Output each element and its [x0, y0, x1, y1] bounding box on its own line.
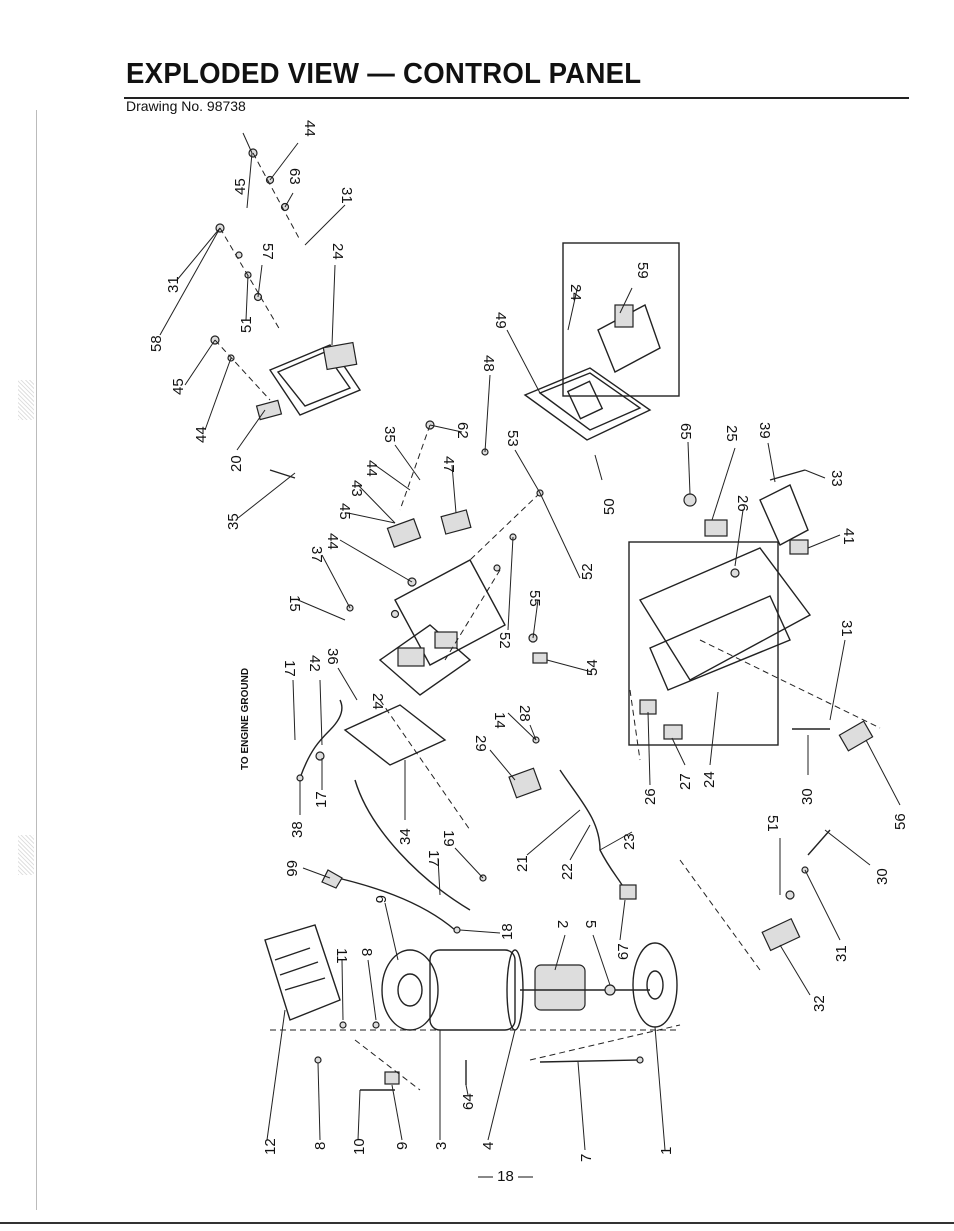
callout: 51 [764, 815, 781, 832]
callout: 11 [333, 948, 350, 964]
callout: 14 [491, 712, 508, 729]
bottom-rule [0, 1222, 954, 1224]
callout: 3 [433, 1142, 450, 1150]
callout: 29 [472, 735, 489, 752]
callout: 1 [658, 1147, 675, 1155]
callout: 27 [677, 773, 694, 790]
callout: 4 [480, 1142, 497, 1150]
callout: 19 [440, 830, 457, 847]
callout: 21 [514, 855, 531, 872]
callout: 17 [425, 850, 442, 867]
callout: 59 [634, 262, 651, 279]
callout: 17 [281, 660, 298, 677]
callout: 35 [381, 426, 398, 443]
callout: 26 [642, 788, 659, 805]
callout: 49 [492, 312, 509, 329]
binding-margin-line [36, 110, 37, 1210]
callout: 53 [504, 430, 521, 447]
callout: 36 [324, 648, 341, 665]
callout: 6 [372, 895, 389, 903]
callout: 52 [496, 632, 513, 649]
callout: 48 [480, 355, 497, 372]
callout: 10 [351, 1138, 368, 1155]
callout: 8 [312, 1142, 329, 1150]
callout: 63 [286, 168, 303, 185]
callout: 50 [601, 498, 618, 515]
callout: 65 [677, 423, 694, 440]
callout: 41 [840, 528, 857, 545]
callout: 8 [358, 948, 375, 956]
callout: 42 [306, 655, 323, 672]
callout: 22 [559, 863, 576, 880]
callout: 20 [228, 455, 245, 472]
callout: 15 [286, 595, 303, 612]
callout: 44 [363, 460, 380, 477]
callout: 54 [584, 659, 601, 676]
callout: 37 [308, 546, 325, 563]
callout: 28 [516, 705, 533, 722]
callout: 24 [329, 243, 346, 260]
callout: 30 [799, 788, 816, 805]
callout: 5 [582, 920, 599, 928]
callout: 57 [259, 243, 276, 260]
callout: 66 [283, 860, 300, 877]
callout: 34 [397, 828, 414, 845]
callout: 30 [874, 868, 891, 885]
callout: 44 [193, 426, 210, 443]
callout: 12 [262, 1138, 279, 1155]
callout: 55 [526, 590, 543, 607]
callout: 31 [833, 945, 850, 962]
callout: 7 [578, 1154, 595, 1162]
callout: 26 [734, 495, 751, 512]
callout: 38 [289, 821, 306, 838]
callout: 24 [567, 284, 584, 301]
callout: 58 [148, 335, 165, 352]
callout: 56 [892, 813, 909, 830]
callout: 45 [336, 503, 353, 520]
callout: 31 [165, 276, 182, 293]
parts-artwork [210, 148, 881, 1091]
title-rule [124, 97, 909, 99]
callout: 52 [579, 563, 596, 580]
leader-lines [159, 132, 901, 1151]
drawing-number: Drawing No. 98738 [126, 98, 246, 114]
callout: 45 [170, 378, 187, 395]
callout: 25 [723, 425, 740, 442]
callout: 47 [440, 456, 457, 473]
callout: 43 [348, 480, 365, 497]
callout: 44 [301, 120, 318, 137]
callout: 33 [828, 470, 845, 487]
callout: 32 [811, 995, 828, 1012]
callout: 31 [838, 620, 855, 637]
callout: 17 [313, 791, 330, 808]
callout: 9 [394, 1142, 411, 1150]
callout: 62 [454, 422, 471, 439]
callout: 35 [225, 513, 242, 530]
callout: 2 [554, 920, 571, 928]
page-number: — 18 — [478, 1168, 534, 1185]
callout: 44 [324, 533, 341, 550]
callout: 39 [756, 422, 773, 439]
callout: 45 [232, 178, 249, 195]
callout: 23 [621, 833, 638, 850]
callout: 24 [369, 693, 386, 710]
scan-artifact [18, 835, 34, 875]
engine-ground-label: TO ENGINE GROUND [240, 668, 251, 770]
page-title: EXPLODED VIEW — CONTROL PANEL [126, 58, 642, 90]
callout: 51 [238, 316, 255, 333]
callout-labels: 44 45 63 31 57 24 58 31 51 45 44 20 35 4… [148, 120, 909, 1162]
callout: 18 [499, 923, 516, 940]
callout: 64 [460, 1093, 477, 1110]
scan-artifact [18, 380, 34, 420]
callout: 67 [615, 943, 632, 960]
callout: 24 [701, 771, 718, 788]
callout: 31 [338, 187, 355, 204]
